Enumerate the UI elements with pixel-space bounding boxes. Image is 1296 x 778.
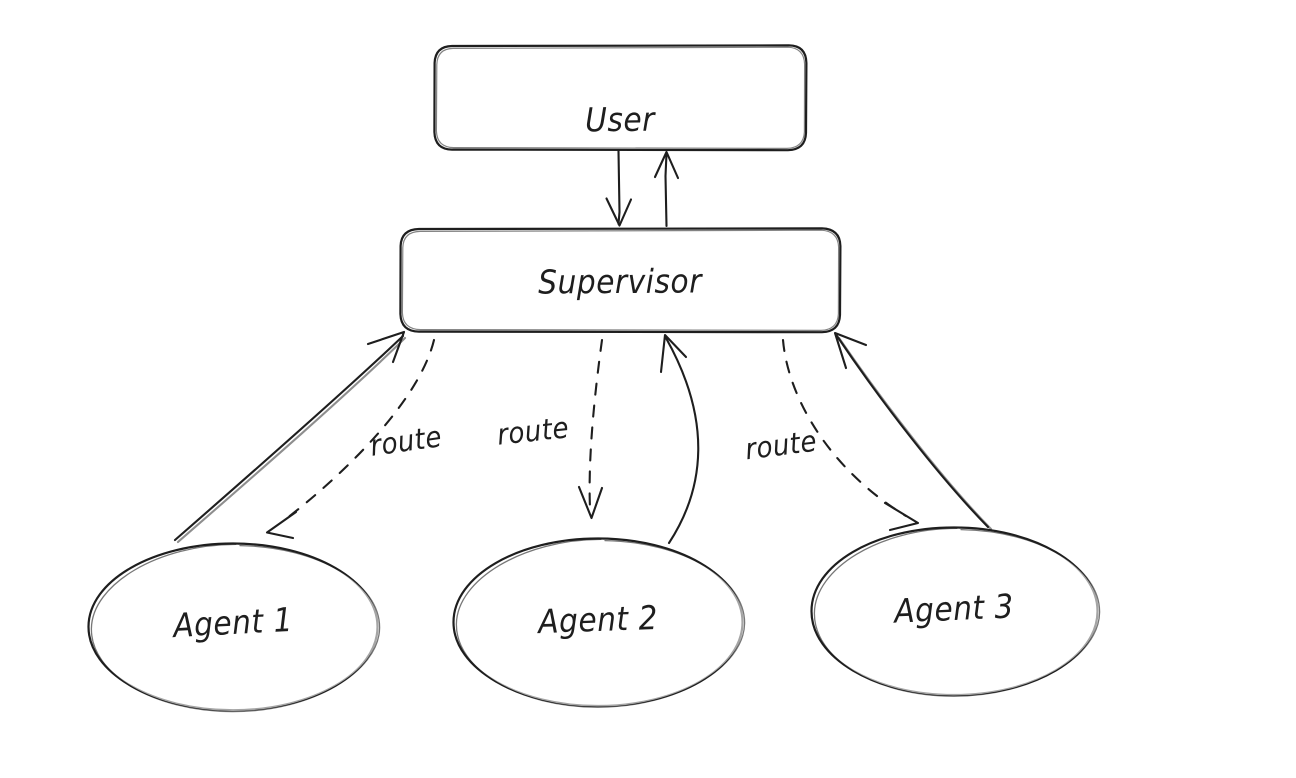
node-agent3-shape[interactable] [810, 526, 1101, 697]
node-user-label: User [584, 99, 656, 140]
node-agent2-shape[interactable] [452, 537, 746, 708]
edge-route-agent3[interactable] [781, 338, 920, 532]
node-supervisor-shape[interactable] [399, 227, 842, 334]
node-supervisor-label: Supervisor [538, 261, 702, 302]
edge-agent3-to-supervisor[interactable] [833, 331, 993, 531]
edge-supervisor-to-user[interactable] [653, 150, 680, 228]
edge-route-agent1[interactable] [265, 338, 436, 540]
node-user-shape[interactable] [433, 44, 808, 152]
edge-agent1-to-supervisor[interactable] [173, 330, 407, 544]
edge-agent2-to-supervisor[interactable] [659, 333, 700, 545]
edge-user-to-supervisor[interactable] [605, 149, 633, 227]
edge-route-agent2[interactable] [577, 338, 604, 520]
node-agent1-shape[interactable] [87, 542, 381, 713]
